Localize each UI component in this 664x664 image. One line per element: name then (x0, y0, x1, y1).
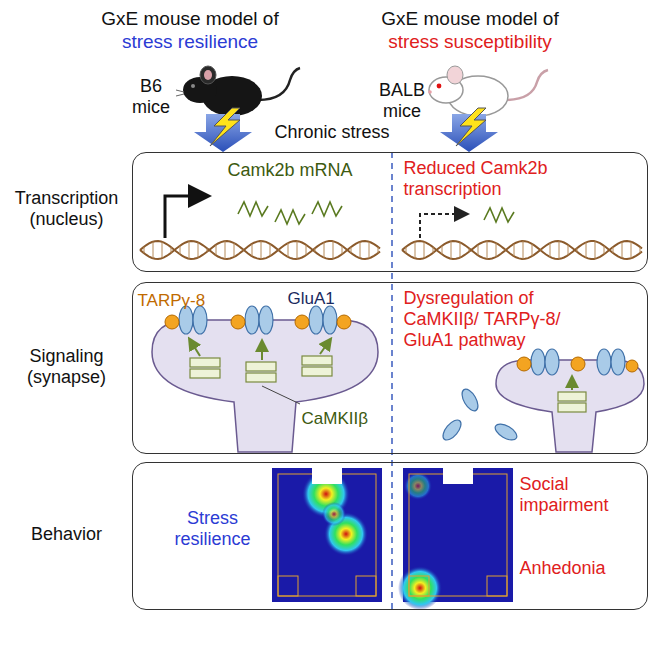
heatmap (272, 468, 382, 602)
strain-label: B6 (126, 76, 176, 97)
panel-box: Transcription (nucleus)Camk2b mRNAReduce… (132, 152, 648, 272)
column-heading: GxE mouse model of (370, 8, 570, 29)
gene-label: Camk2b mRNA (228, 160, 378, 181)
column-heading: stress susceptibility (360, 31, 580, 52)
outcome-text: Social impairment (520, 474, 644, 516)
panel-box: BehaviorStress resilienceSocial impairme… (132, 462, 648, 610)
leader-line (262, 386, 300, 404)
stress-arrow (194, 108, 498, 152)
effect-text: Dysregulation of CaMKIIβ/ TARPγ-8/ GluA1… (404, 288, 562, 351)
mrna (484, 208, 514, 222)
outcome-text: Anhedonia (520, 558, 644, 579)
dna-helix (140, 241, 642, 259)
strain-label: BALB (374, 80, 430, 101)
column-heading: stress resilience (90, 31, 290, 52)
white-mouse (428, 66, 548, 116)
strain-label: mice (374, 101, 430, 122)
panel-box: Signaling (synapse)TARPγ-8GluA1CaMKIIβDy… (132, 282, 648, 454)
strain-label: mice (126, 97, 176, 118)
outcome-text: Stress resilience (160, 508, 266, 550)
heatmap (398, 468, 513, 610)
protein-label: GluA1 (288, 288, 358, 309)
stress-label: Chronic stress (262, 122, 402, 143)
dendritic-spine (152, 306, 378, 452)
column-heading: GxE mouse model of (90, 8, 290, 29)
protein-label: CaMKIIβ (302, 408, 388, 429)
reduced-promoter-arrow (420, 214, 466, 238)
row-heading: Transcription (nucleus) (6, 188, 128, 230)
effect-text: Reduced Camk2b transcription (404, 158, 640, 200)
promoter-arrow (165, 196, 206, 238)
row-heading: Behavior (6, 524, 128, 545)
protein-label: TARPγ-8 (138, 290, 228, 311)
mrna (238, 202, 342, 224)
row-heading: Signaling (synapse) (6, 346, 128, 388)
dendritic-spine (440, 349, 644, 452)
divider (391, 152, 393, 610)
